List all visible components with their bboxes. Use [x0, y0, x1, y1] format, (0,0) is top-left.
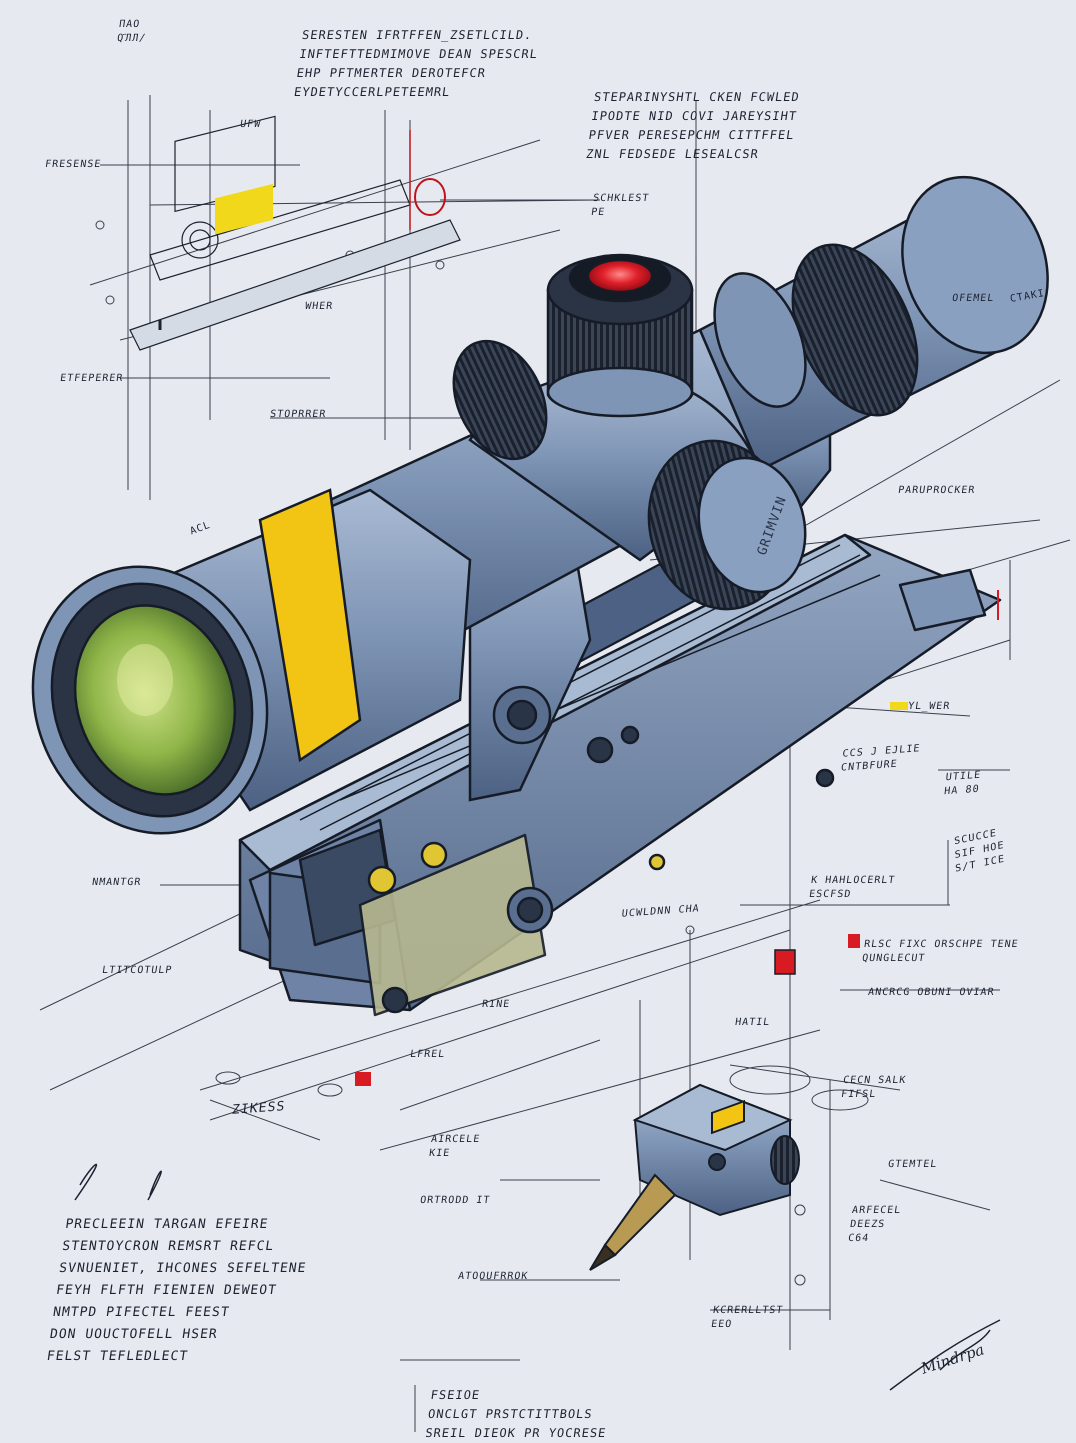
reticle-sketch: [129, 115, 461, 351]
label-yellow-bar: YL_WER: [907, 701, 951, 712]
label-rine: RINE: [481, 999, 511, 1010]
label-cntbfure: CCS J EJLIE CNTBFURE: [840, 743, 921, 774]
objective-bell: [31, 488, 472, 835]
label-kcrerlltst: KCRERLLTST EEO: [710, 1305, 785, 1330]
header-note-block: SERESTEN IFRTFFEN_ZSETLCILD. INFTEFTTEDM…: [293, 28, 539, 99]
label-lfre: LFREL: [409, 1049, 446, 1060]
label-nmantgr: NMANTGR: [91, 877, 142, 888]
label-wher: WHER: [304, 301, 334, 312]
laser-module-icon: [589, 1083, 800, 1271]
red-turret-cap-icon: [586, 258, 654, 294]
label-rlsc-fix: RLSC FIXC ORSCHPE TENE QUNGLECUT: [861, 939, 1020, 964]
label-arfecel: ARFECEL DEEZS C64: [847, 1205, 902, 1244]
construction-lines: [39, 95, 1071, 1432]
label-paruprocker: PARUPROCKER: [897, 485, 977, 496]
corner-mark: ПАО Q҄ЛЛ/: [116, 19, 147, 44]
label-kahlocer: K HAHLOCERLT ESCFSD: [808, 875, 897, 900]
label-ancrcg: ANCRCG OBUNI OVIAR: [867, 987, 996, 998]
label-atoouprok: ATOOUFRROK: [457, 1271, 530, 1282]
label-ortrons: ORTRODD IT: [419, 1195, 492, 1206]
label-ofemel: OFEMEL: [951, 293, 995, 304]
label-gtemtel: GTEMTEL: [887, 1159, 938, 1170]
label-dimension: ZIKESS: [230, 1099, 287, 1118]
label-ufw: UFW: [239, 119, 262, 130]
label-utile: UTILE HA 80: [943, 769, 982, 798]
bottom-center-note-block: FSEIOE ONCLGT PRSTCTITTBOLS SREIL DIEOK …: [424, 1388, 608, 1440]
label-schklest: SCHKLEST PE: [590, 193, 650, 218]
label-ltitcolp: LTITCOTULP: [101, 965, 174, 976]
ocular-assembly: [698, 175, 1049, 472]
label-hatil: HATIL: [734, 1017, 771, 1028]
bottom-left-note-block: PRECLEEIN TARGAN EFEIRE STENTOYCRON REMS…: [45, 1217, 308, 1364]
elevation-turret: [546, 253, 694, 418]
label-uathile: AIRCELE KIE: [428, 1134, 481, 1159]
scribble-marks: [74, 1163, 1001, 1391]
red-markers: [355, 590, 999, 1086]
rifle-scope: [31, 175, 1049, 1017]
right-header-note-block: STEPARINYSHTL CKEN FCWLED IPODTE NID COV…: [585, 90, 801, 161]
label-frecense: FRESENSE: [44, 159, 103, 170]
label-stoprrer: STOPRRER: [269, 409, 328, 420]
label-cecn-salk: CECN SALK FIFSL: [840, 1075, 908, 1100]
label-etfeperer: ETFEPERER: [59, 373, 125, 384]
